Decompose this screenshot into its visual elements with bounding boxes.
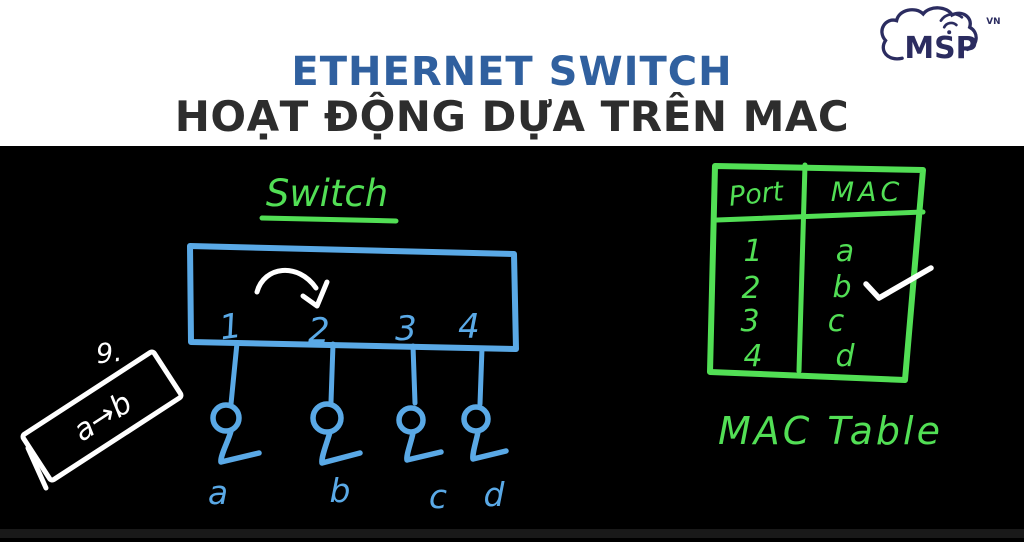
header-band: ETHERNET SWITCH HOẠT ĐỘNG DỰA TRÊN MAC M…	[0, 0, 1024, 146]
mac-table-header-line	[714, 209, 926, 223]
logo-superscript: VN	[986, 17, 1000, 27]
switch-label-underline	[259, 215, 399, 224]
port-label-1: 1	[217, 306, 244, 349]
device-label-d: d	[484, 475, 506, 514]
device-cables	[228, 340, 485, 407]
mac-table-cell-mac-c: c	[828, 304, 845, 339]
mac-table-border	[707, 163, 926, 383]
frame-box: a→b	[20, 349, 184, 483]
mac-table-column-divider	[796, 162, 808, 374]
mac-table-caption: MAC Table	[718, 409, 943, 453]
port-label-3: 3	[395, 309, 417, 349]
device-circle-c	[396, 405, 426, 435]
frame-label: a→b	[67, 386, 139, 449]
msp-logo: MSP VN	[880, 6, 1001, 66]
device-label-a: a	[208, 473, 228, 512]
cable-port4	[477, 345, 485, 407]
checkmark-icon	[863, 265, 934, 301]
device-circle-a	[210, 402, 242, 434]
mac-table-cell-mac-a: a	[836, 234, 854, 269]
device-circle-d	[461, 404, 491, 434]
mac-table-cell-port-4: 4	[743, 339, 762, 374]
mac-table-cell-mac-b: b	[832, 270, 851, 305]
switch-box	[187, 243, 519, 352]
cloud-icon	[880, 6, 978, 61]
device-label-c: c	[429, 477, 447, 516]
mac-table-cell-port-1: 1	[743, 234, 762, 269]
device-connectors	[210, 401, 509, 466]
frame-annotation: 9.	[95, 337, 124, 371]
page-title: ETHERNET SWITCH	[291, 49, 733, 95]
mac-table-cell-port-2: 2	[741, 271, 760, 306]
whiteboard-canvas: Switch 1 2 3 4 a b c d a→b 9.	[0, 146, 1024, 538]
device-label-b: b	[330, 471, 351, 510]
frame-corner-tick	[25, 445, 49, 491]
port-label-4: 4	[458, 307, 480, 347]
mac-table-header-mac: MAC	[831, 177, 904, 208]
switch-label: Switch	[266, 172, 388, 215]
mac-table-cell-mac-d: d	[835, 339, 855, 374]
port1-to-port2-arrow-icon	[254, 268, 330, 309]
cable-port1	[228, 340, 240, 407]
page-subtitle: HOẠT ĐỘNG DỰA TRÊN MAC	[174, 92, 850, 141]
port-label-2: 2	[308, 311, 330, 351]
mac-table-cell-port-3: 3	[740, 304, 759, 339]
bottom-strip	[0, 529, 1024, 538]
mac-table-header-port: Port	[727, 176, 786, 213]
mac-table: Port MAC 1 2 3 4 a b c d	[707, 162, 934, 383]
logo-text: MSP	[904, 31, 977, 66]
cable-port3	[410, 343, 418, 406]
device-circle-b	[310, 401, 344, 435]
wifi-icon	[939, 12, 964, 35]
cable-port2	[328, 341, 336, 405]
